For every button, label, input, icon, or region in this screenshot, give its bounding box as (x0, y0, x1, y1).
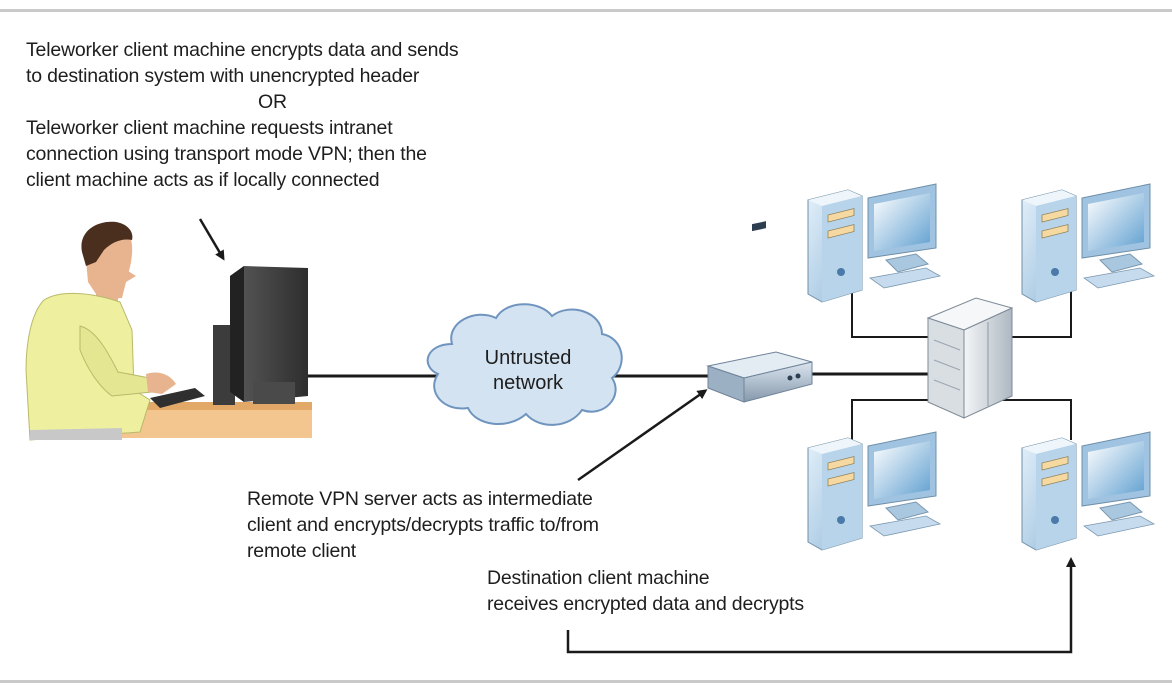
teleworker-line-6: client machine acts as if locally connec… (26, 169, 380, 191)
cloud-icon (426, 303, 623, 426)
teleworker-line-4: Teleworker client machine requests intra… (26, 117, 393, 139)
vpn-server-line-2: client and encrypts/decrypts traffic to/… (247, 514, 599, 536)
line-server-to-pc-top-right (1000, 290, 1072, 338)
line-server-to-pc-bottom-right (1000, 399, 1072, 440)
line-server-to-pc-top-left (851, 290, 940, 338)
teleworker-line-5: connection using transport mode VPN; the… (26, 143, 427, 165)
desktop-pc-icon (1021, 431, 1155, 551)
desk (122, 402, 312, 438)
desktop-pc-icon (807, 183, 941, 303)
monitor-icon (150, 266, 308, 408)
destination-line-2: receives encrypted data and decrypts (487, 593, 804, 615)
cloud-label-line-1: Untrusted (484, 347, 572, 369)
bottom-rule (0, 680, 1172, 683)
desktop-pc-icon (807, 431, 941, 551)
arrow-icon (566, 557, 1076, 654)
vpn-server-icon (706, 221, 813, 403)
destination-line-1: Destination client machine (487, 567, 710, 589)
teleworker-line-1: Teleworker client machine encrypts data … (26, 39, 459, 61)
cloud-label-line-2: network (492, 372, 564, 394)
teleworker-or: OR (258, 91, 287, 113)
cloud-label: Untrusted network (468, 346, 588, 396)
server-tower-icon (926, 297, 1014, 419)
arrow-icon (577, 389, 708, 482)
line-server-to-pc-bottom-left (851, 399, 940, 440)
arrow-icon (198, 218, 225, 261)
desktop-pc-icon (1021, 183, 1155, 303)
vpn-server-line-3: remote client (247, 540, 357, 562)
vpn-server-line-1: Remote VPN server acts as intermediate (247, 488, 593, 510)
person-icon (25, 221, 176, 441)
teleworker-line-2: to destination system with unencrypted h… (26, 65, 420, 87)
top-rule (0, 9, 1172, 12)
